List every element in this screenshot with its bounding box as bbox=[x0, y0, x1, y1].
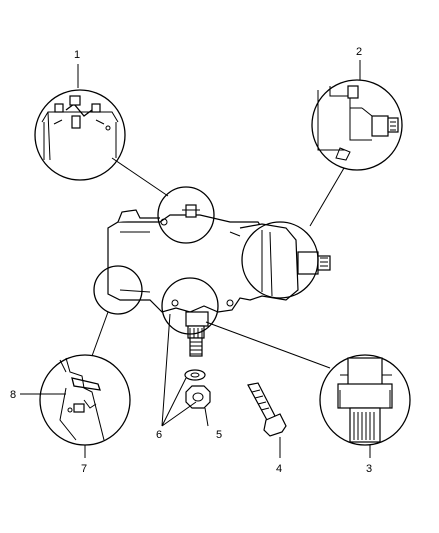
callout-7: 7 bbox=[81, 463, 87, 475]
callout-6: 6 bbox=[156, 429, 162, 441]
steering-gear-housing bbox=[107, 204, 331, 357]
callout-1: 1 bbox=[74, 49, 80, 61]
bolt bbox=[247, 382, 287, 437]
callout-leaders bbox=[20, 60, 371, 458]
detail-view-1 bbox=[34, 89, 126, 181]
callout-4: 4 bbox=[276, 463, 282, 475]
callout-8: 8 bbox=[10, 389, 16, 401]
leader-lines bbox=[91, 157, 345, 369]
detail-view-2 bbox=[311, 79, 403, 171]
detail-view-3 bbox=[319, 354, 411, 446]
callout-labels: 1 2 3 4 5 6 7 8 bbox=[10, 46, 372, 475]
callout-3: 3 bbox=[366, 463, 372, 475]
detail-view-7 bbox=[39, 354, 131, 446]
callout-5: 5 bbox=[216, 429, 222, 441]
housing-detail-circles bbox=[93, 186, 319, 335]
nut bbox=[185, 385, 211, 409]
washer bbox=[184, 369, 206, 381]
callout-2: 2 bbox=[356, 46, 362, 58]
